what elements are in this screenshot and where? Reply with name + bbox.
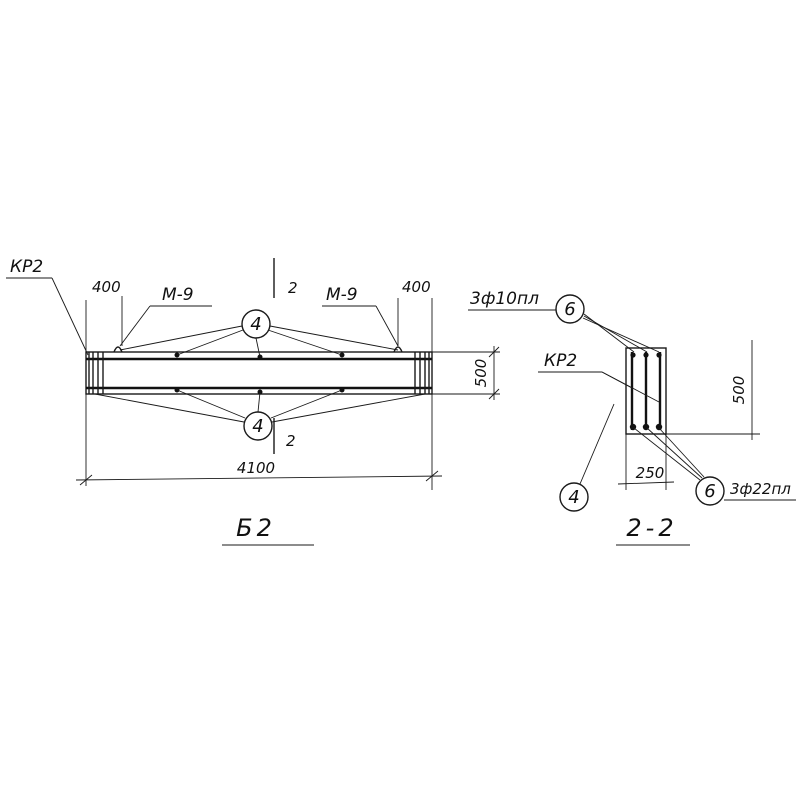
length-dim-line — [75, 475, 443, 481]
lifting-loop-right — [393, 346, 403, 353]
section-callout-stirrup: 4 — [568, 487, 579, 508]
length-dim: 4100 — [237, 459, 275, 477]
section-callout-top: 6 — [564, 299, 575, 320]
lifting-loop-left — [113, 346, 123, 353]
beam-section: 3ф10пл 6 КР2 4 500 250 6 3ф22пл — [468, 289, 796, 546]
loop-label-left: М-9 — [162, 285, 194, 305]
end-cage-left — [88, 352, 104, 394]
stirrup-leader — [579, 403, 615, 485]
section-width-dim: 250 — [636, 464, 665, 482]
loop-label-right: М-9 — [326, 285, 358, 305]
leaders-bottom — [94, 389, 426, 423]
section-width-dim-line — [617, 481, 675, 485]
elevation-title: Б2 — [236, 514, 276, 542]
callout-circle-section-stirrup — [559, 482, 589, 512]
cage-leader — [51, 277, 89, 356]
section-mark-top: 2 — [288, 279, 298, 297]
loop-leader-right — [375, 305, 399, 347]
leaders-top — [119, 325, 399, 358]
height-dim: 500 — [472, 359, 490, 388]
top-bars-label: 3ф10пл — [470, 289, 539, 309]
loop-leader-left — [119, 305, 151, 347]
section-callout-bottom: 6 — [704, 481, 715, 502]
callout-top: 4 — [250, 314, 261, 335]
section-mark-bottom: 2 — [286, 432, 296, 450]
overhang-right: 400 — [402, 278, 431, 296]
bottom-bars-label: 3ф22пл — [730, 480, 791, 498]
section-outline — [625, 347, 667, 435]
callout-circle-section-top — [555, 294, 585, 324]
cage-label: КР2 — [10, 257, 43, 277]
end-cage-right — [414, 352, 430, 394]
section-title: 2-2 — [626, 514, 677, 542]
overhang-left: 400 — [92, 278, 121, 296]
beam-elevation: 4 4 2 2 КР2 М-9 М-9 — [6, 257, 500, 546]
section-cage-label: КР2 — [544, 351, 577, 371]
callout-bottom: 4 — [252, 416, 263, 437]
section-height-dim: 500 — [730, 376, 748, 405]
callout-circle-section-bottom — [695, 476, 725, 506]
